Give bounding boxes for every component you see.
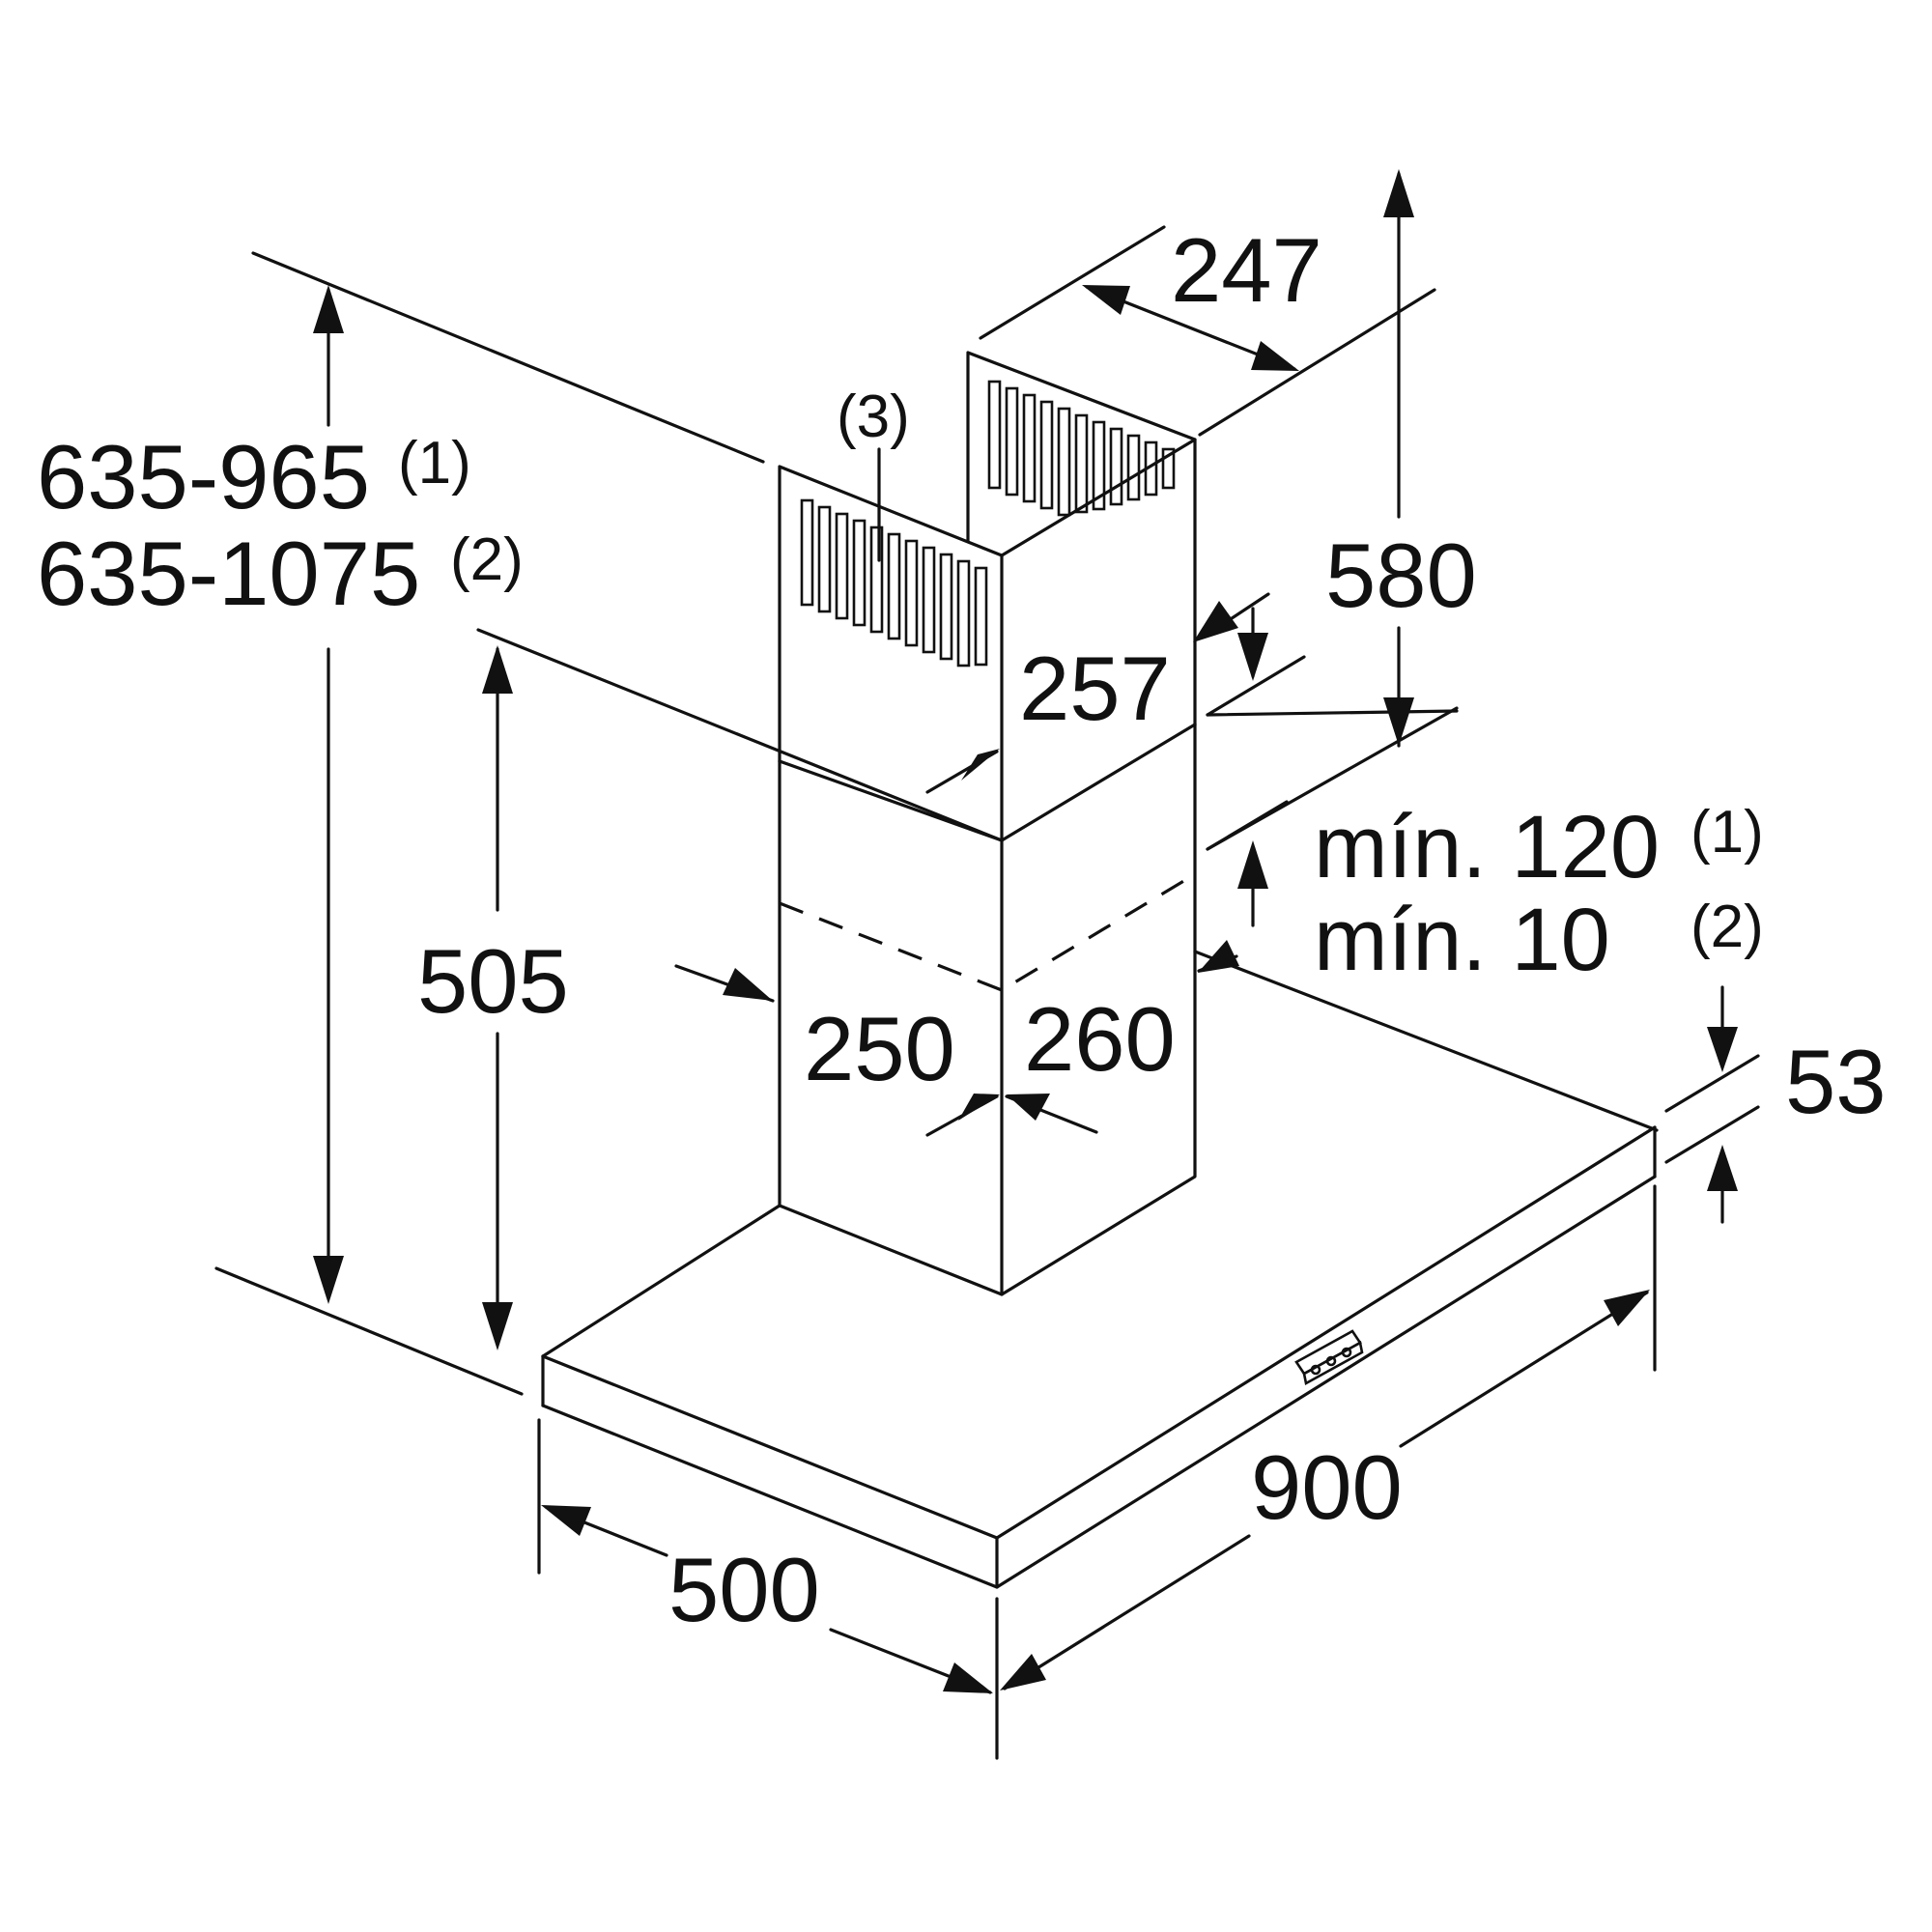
total-height-note-2: (2) [450, 526, 524, 593]
telescopic-overlap-line [779, 872, 1196, 992]
total-height-note-1: (1) [398, 430, 471, 497]
canopy-width-label: 900 [1251, 1436, 1403, 1538]
total-height-label-1: 635-965 [37, 426, 370, 527]
width-900-dim-upper [1399, 1291, 1649, 1448]
vent-note-label: (3) [837, 384, 910, 450]
clearance-label-1: mín. 120 [1314, 798, 1660, 896]
canopy-top-back-right-edge [1193, 950, 1659, 1132]
canopy-front-top-edge [541, 1125, 1657, 1540]
canopy-depth-label: 500 [668, 1539, 820, 1640]
clearance-label-2: mín. 10 [1314, 891, 1610, 989]
canopy-top-left-edge [541, 1204, 781, 1358]
total-height-label-2: 635-1075 [37, 523, 420, 624]
lower-chimney-label: 505 [417, 930, 569, 1032]
hood-outline [541, 351, 1659, 1589]
width-900-dim-lower [1003, 1534, 1251, 1690]
width-260-label: 260 [1024, 988, 1176, 1090]
inner-257-label: 257 [1019, 638, 1171, 739]
clearance-note-1: (1) [1690, 799, 1764, 866]
control-panel [1294, 1329, 1364, 1385]
arrowheads [313, 169, 1738, 1693]
vent-slots-back [987, 380, 1176, 517]
dimension-labels: 635-965 (1) 635-1075 (2) 505 247 580 257… [37, 219, 1887, 1640]
canopy-height-label: 53 [1785, 1031, 1887, 1132]
upper-chimney-outline [778, 465, 1004, 842]
lower-chimney-top-edge [778, 723, 1197, 842]
vent-slots-left [800, 498, 988, 668]
upper-chimney-back [966, 351, 1197, 543]
canopy-front-bottom-edge [541, 1175, 1657, 1589]
width-250-label: 250 [804, 998, 955, 1099]
depth-247-label: 247 [1171, 219, 1322, 321]
clearance-note-2: (2) [1690, 894, 1764, 960]
upper-chimney-label: 580 [1325, 525, 1477, 626]
